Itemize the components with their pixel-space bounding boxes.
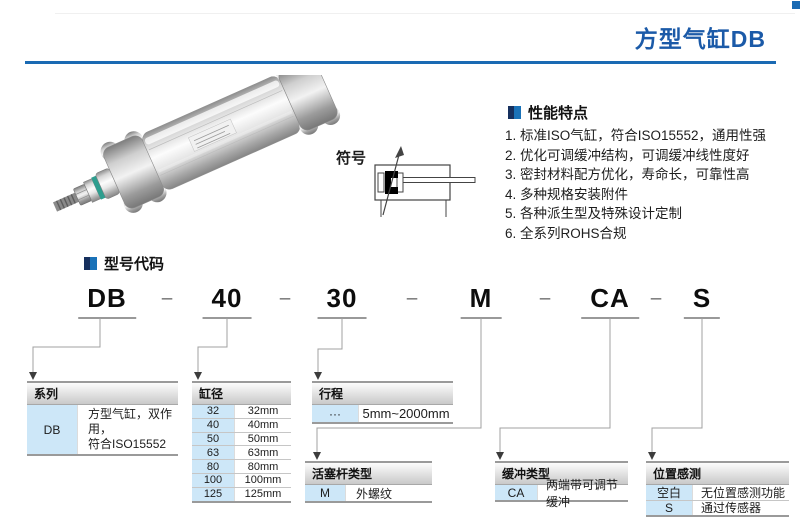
description-cell: 外螺纹 <box>346 485 432 501</box>
code-cell: 100 <box>192 473 235 487</box>
table-header: 活塞杆类型 <box>305 461 432 485</box>
top-hairline <box>55 13 795 14</box>
port-lines <box>380 200 447 217</box>
code-cell: 80 <box>192 460 235 473</box>
symbol-label: 符号 <box>336 150 367 167</box>
code-segment-bore: 40 <box>202 283 252 319</box>
product-photo-cylinder <box>52 75 341 213</box>
table-header: 缓冲类型 <box>495 461 628 485</box>
code-cell: CA <box>495 485 538 500</box>
code-segment-sensing: S <box>683 283 721 319</box>
code-dash: – <box>650 288 662 309</box>
description-cell: 100mm <box>235 473 291 487</box>
code-cell: 125 <box>192 487 235 501</box>
model-code-bullet-icon <box>84 257 97 270</box>
code-cell: ··· <box>312 405 359 422</box>
description-cell: 40mm <box>235 418 291 432</box>
description-cell: 方型气缸，双作用， 符合ISO15552 <box>78 405 178 454</box>
table-header: 缸径 <box>192 381 291 405</box>
feature-item: 5. 各种派生型及特殊设计定制 <box>505 206 683 221</box>
description-cell: 通过传感器 <box>693 500 789 515</box>
table-header: 系列 <box>27 381 178 405</box>
code-segment-series: DB <box>78 283 136 319</box>
code-dash: – <box>161 288 173 309</box>
feature-item: 4. 多种规格安装附件 <box>505 186 629 202</box>
code-cell: 32 <box>192 405 235 418</box>
pneumatic-symbol-schematic <box>374 146 476 217</box>
title-rule <box>25 61 776 64</box>
description-cell: 50mm <box>235 432 291 446</box>
feature-item: 6. 全系列ROHS合规 <box>505 225 627 241</box>
page-title: 方型气缸DB <box>634 26 766 52</box>
code-cell: S <box>646 500 693 515</box>
description-cell: 80mm <box>235 460 291 473</box>
seal-ring <box>91 175 106 200</box>
table-stroke: 行程 ···5mm~2000mm <box>312 381 453 424</box>
code-cell: 空白 <box>646 485 693 500</box>
code-segment-rod: M <box>460 283 502 319</box>
code-cell: 40 <box>192 418 235 432</box>
table-header: 位置感测 <box>646 461 789 485</box>
code-cell: 50 <box>192 432 235 446</box>
adjustable-cushion-arrow <box>382 150 401 216</box>
piston-cushion-glyph <box>385 171 398 194</box>
code-dash: – <box>279 288 291 309</box>
code-segment-cushion: CA <box>581 283 639 319</box>
feature-item: 3. 密封材料配方优化，寿命长，可靠性高 <box>505 167 750 182</box>
code-dash: – <box>406 288 418 309</box>
connector-lines <box>29 318 703 460</box>
table-row: 空白无位置感测功能 <box>646 485 789 501</box>
table-row: ···5mm~2000mm <box>312 405 453 422</box>
description-cell: 32mm <box>235 405 291 418</box>
rear-end-cap <box>278 75 338 131</box>
code-segment-stroke: 30 <box>317 283 367 319</box>
code-dash: – <box>539 288 551 309</box>
feature-item: 1. 标准ISO气缸，符合ISO15552，通用性强 <box>505 128 767 143</box>
description-cell: 无位置感测功能 <box>693 485 789 500</box>
description-cell: 125mm <box>235 487 291 501</box>
model-code-heading: 型号代码 <box>104 256 165 273</box>
description-cell: 两端带可调节缓冲 <box>538 478 628 509</box>
features-list: 1. 标准ISO气缸，符合ISO15552，通用性强 2. 优化可调缓冲结构，可调… <box>505 126 799 243</box>
code-cell: DB <box>27 405 78 454</box>
code-cell: 63 <box>192 446 235 460</box>
feature-item: 2. 优化可调缓冲结构，可调缓冲线性度好 <box>505 147 750 163</box>
features-heading: 性能特点 <box>528 105 589 122</box>
corner-accent-square <box>792 1 800 9</box>
description-cell: 63mm <box>235 446 291 460</box>
code-cell: M <box>305 485 346 501</box>
table-header: 行程 <box>312 381 453 405</box>
features-bullet-icon <box>508 106 521 119</box>
description-cell: 5mm~2000mm <box>359 405 453 422</box>
